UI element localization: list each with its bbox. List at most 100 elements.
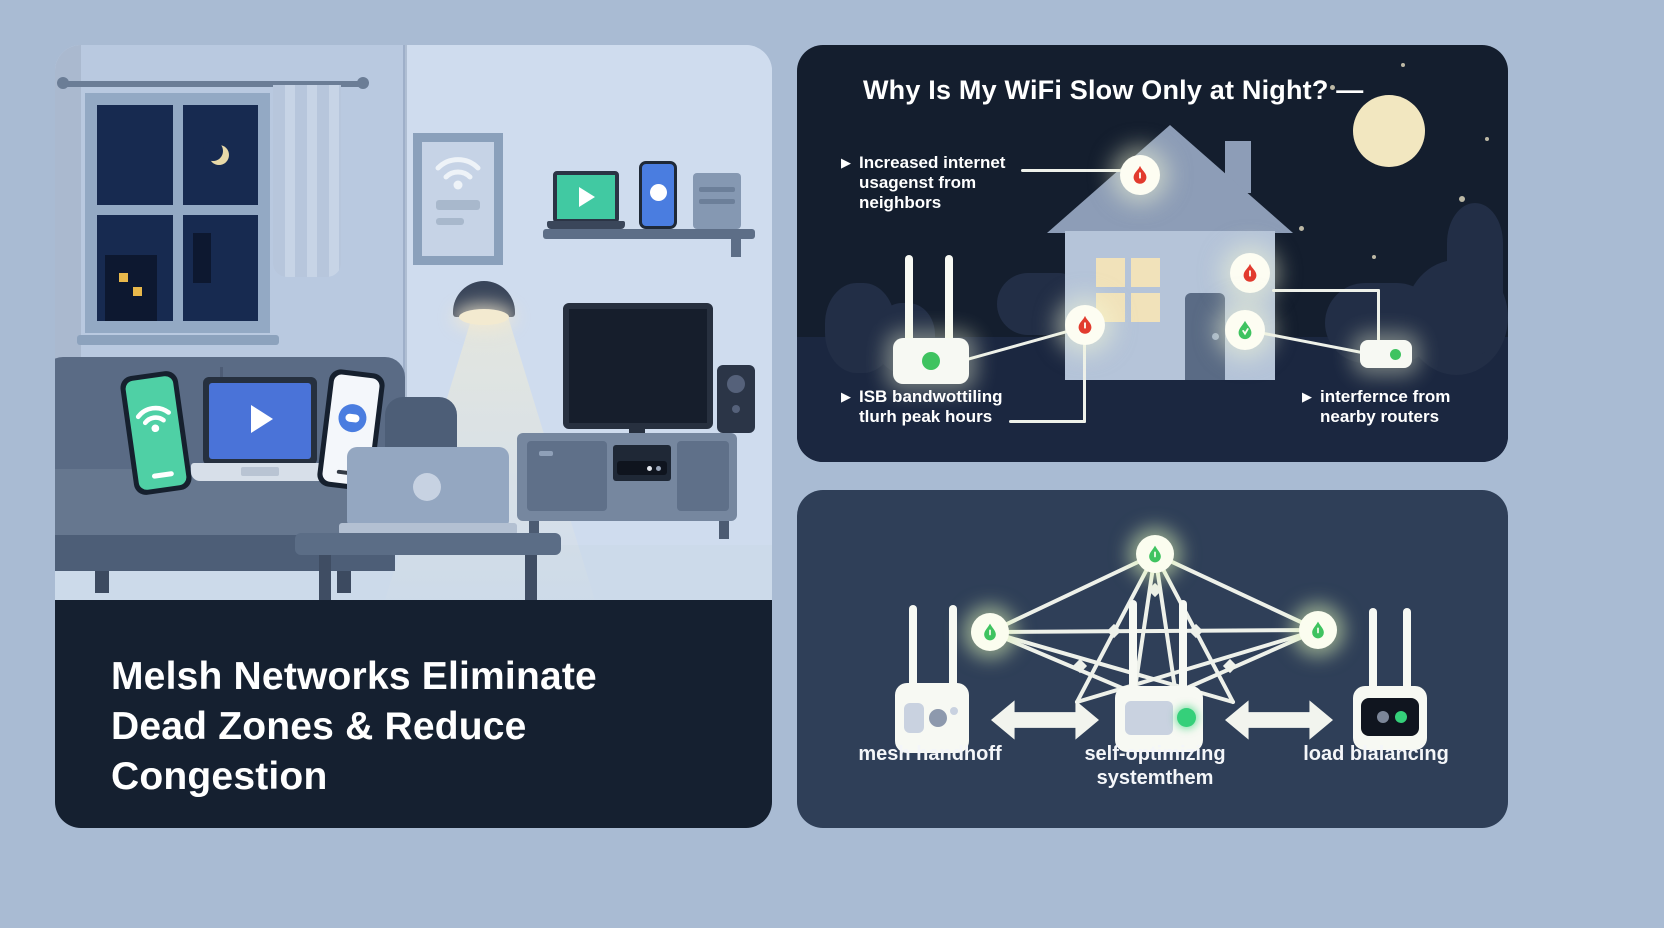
building-silhouette: [105, 255, 157, 321]
framed-wifi-art: [413, 133, 503, 265]
left-column-panel: Melsh Networks Eliminate Dead Zones & Re…: [55, 45, 772, 828]
play-icon: [579, 187, 595, 207]
tree: [1447, 203, 1503, 355]
console-drawer: [677, 441, 729, 511]
phone-signal-dash: [151, 470, 175, 479]
house-roof: [1047, 125, 1293, 233]
curtain-rod-endcap: [357, 77, 369, 89]
house-window: [1096, 258, 1160, 322]
router-status-led: [1177, 708, 1196, 727]
router-dot: [1377, 711, 1389, 723]
night-panel-title: Why Is My WiFi Slow Only at Night? —: [863, 75, 1364, 105]
handoff-arrow-icon: [991, 700, 1099, 740]
window-pane: [1131, 293, 1160, 322]
drawer-handle: [539, 451, 553, 456]
router-antenna: [1369, 608, 1377, 688]
curtain: [273, 85, 341, 277]
art-bar: [436, 200, 480, 210]
drop-icon: [1238, 320, 1252, 340]
bullet-line: interfernce from: [1320, 387, 1451, 406]
table-leg: [319, 555, 331, 600]
bullet-marker-icon: ▶: [841, 155, 851, 170]
wall-shelf: [543, 229, 755, 239]
bullet-interference: ▶ interfernce from nearby routers: [1302, 387, 1450, 427]
star: [1299, 226, 1304, 231]
neighbor-router: [1360, 340, 1412, 368]
window-sill: [77, 335, 279, 345]
shelf-phone: [639, 161, 677, 229]
router-status-led: [922, 352, 940, 370]
window-pane: [1096, 258, 1125, 287]
router-antenna: [949, 605, 957, 687]
label-line: mesh handhoff: [858, 743, 1002, 765]
window: [85, 93, 270, 333]
shelf-laptop: [553, 171, 619, 223]
wire: [1272, 289, 1380, 292]
sofa-leg: [337, 571, 351, 593]
art-bar: [436, 218, 464, 225]
label-line: self-optimizing: [1084, 743, 1226, 765]
flame-icon: [1078, 315, 1092, 334]
bullet-line: nearby routers: [1320, 407, 1440, 427]
bullet-isp-throttling: ▶ ISB bandwottiling tlurh peak hours: [841, 387, 1003, 427]
router-antenna: [1129, 600, 1137, 688]
door-knob: [1212, 333, 1219, 340]
crescent-moon-mask: [203, 141, 223, 161]
wire: [1009, 420, 1086, 423]
phone-wifi: [118, 369, 194, 497]
label-self-optimizing: self-optimizing systemthem: [1045, 742, 1265, 790]
label-line: systemthem: [1096, 767, 1214, 789]
speaker-box-line: [699, 187, 735, 192]
wire: [1021, 169, 1121, 172]
handoff-arrow-icon: [1225, 700, 1333, 740]
congestion-badge: [1120, 155, 1160, 195]
building-silhouette: [193, 233, 211, 283]
laptop-base: [191, 463, 329, 481]
laptop-streaming: [203, 377, 317, 465]
router-display: [1361, 698, 1419, 736]
wifi-icon: [435, 157, 481, 190]
router-status-led: [1395, 711, 1407, 723]
star: [1330, 85, 1335, 90]
headline-line-2: Dead Zones & Reduce Congestion: [111, 704, 527, 798]
laptop-logo-icon: [413, 473, 441, 501]
table-laptop-deck: [339, 523, 517, 535]
congestion-badge: [1230, 253, 1270, 293]
router-status-led: [1390, 349, 1401, 360]
speaker-tower: [717, 365, 755, 433]
wifi-icon: [135, 405, 171, 433]
moon: [1353, 95, 1425, 167]
speaker-box-line: [699, 199, 735, 204]
router-screen: [1125, 701, 1173, 735]
coffee-table-top: [295, 533, 561, 555]
bullet-line: usagenst from: [859, 173, 977, 193]
headline-line-1: Melsh Networks Eliminate: [111, 655, 597, 698]
mesh-router-center: [1115, 686, 1203, 752]
bullet-neighbor-usage: ▶ Increased internet usagenst from neigh…: [841, 153, 1005, 213]
star: [1459, 196, 1465, 202]
router-antenna: [905, 255, 913, 343]
drop-icon: [1312, 621, 1324, 639]
congestion-badge: [1065, 305, 1105, 345]
trackpad: [241, 467, 279, 476]
phone-wifi-screen: [124, 375, 188, 491]
bullet-marker-icon: ▶: [841, 389, 851, 404]
label-mesh-handoff: mesh handhoff: [820, 742, 1040, 766]
console-leg: [529, 521, 539, 539]
lit-window-dot: [119, 273, 128, 282]
main-router: [893, 338, 969, 384]
bullet-line: Increased internet: [859, 153, 1006, 172]
drop-icon: [1149, 545, 1161, 563]
window-mullion-h: [97, 205, 258, 215]
star: [1372, 255, 1376, 259]
speaker-dot: [732, 405, 740, 413]
bullet-line: neighbors: [859, 193, 942, 213]
table-leg: [525, 555, 537, 600]
healthy-badge: [1225, 310, 1265, 350]
device-led: [647, 466, 652, 471]
tv-console: [517, 433, 737, 521]
router-button: [929, 709, 947, 727]
router-port: [904, 703, 924, 733]
lamp-bulb-glow: [459, 309, 509, 325]
play-icon: [251, 405, 273, 433]
